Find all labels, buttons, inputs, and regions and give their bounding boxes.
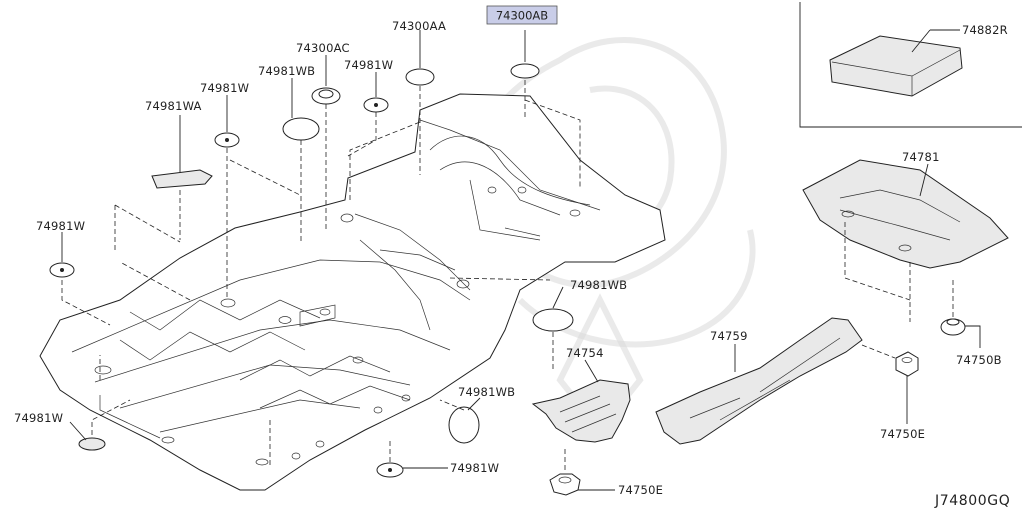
label-74300AC: 74300AC bbox=[296, 41, 350, 55]
pad-74981W-bottomleft bbox=[78, 437, 106, 451]
label-74300AA: 74300AA bbox=[392, 19, 446, 33]
dashed-guides bbox=[61, 80, 954, 470]
label-74981WB-top: 74981WB bbox=[258, 64, 315, 78]
plug-74300AB bbox=[510, 63, 540, 79]
insulator-74754 bbox=[531, 379, 631, 443]
pad-74981W-left bbox=[49, 262, 75, 278]
pad-74981WB-mid bbox=[532, 308, 574, 332]
pad-74981WB-top bbox=[282, 117, 320, 141]
pad-74981WB-low bbox=[448, 406, 480, 444]
label-74981W-top: 74981W bbox=[200, 81, 249, 95]
pad-74981W-upper bbox=[363, 97, 389, 113]
insulator-74759 bbox=[655, 317, 863, 445]
label-74750E-right: 74750E bbox=[880, 427, 925, 441]
nut-74750B bbox=[940, 318, 966, 336]
pad-74981W-top bbox=[214, 132, 240, 148]
floor-panel bbox=[39, 93, 666, 491]
leader-lines bbox=[61, 29, 981, 491]
label-74781: 74781 bbox=[902, 150, 940, 164]
label-74300AB: 74300AB bbox=[486, 5, 558, 25]
pad-74981W-bottom bbox=[376, 462, 404, 478]
filter-74882R bbox=[829, 35, 963, 97]
label-74981W-bottom: 74981W bbox=[450, 461, 499, 475]
label-74981W-left: 74981W bbox=[36, 219, 85, 233]
label-74754: 74754 bbox=[566, 346, 604, 360]
nut-74750E-right bbox=[895, 351, 919, 377]
label-74981W-bottomleft: 74981W bbox=[14, 411, 63, 425]
label-74981W-upper: 74981W bbox=[344, 58, 393, 72]
insulator-74781 bbox=[802, 159, 1009, 269]
grommet-74300AC bbox=[311, 87, 341, 105]
nut-74750E-bottom bbox=[549, 473, 581, 496]
label-74981WA: 74981WA bbox=[145, 99, 202, 113]
label-74882R: 74882R bbox=[962, 23, 1008, 37]
label-74750B: 74750B bbox=[956, 353, 1002, 367]
pad-74981WA bbox=[151, 169, 213, 189]
label-74981WB-mid: 74981WB bbox=[570, 278, 627, 292]
label-74750E-bottom: 74750E bbox=[618, 483, 663, 497]
inset-box bbox=[799, 2, 1022, 128]
label-74981WB-low: 74981WB bbox=[458, 385, 515, 399]
drawing-code: J74800GQ bbox=[934, 493, 1010, 509]
label-74759: 74759 bbox=[710, 329, 748, 343]
label-74300AB-text: 74300AB bbox=[496, 9, 548, 23]
plug-74300AA bbox=[405, 68, 435, 86]
